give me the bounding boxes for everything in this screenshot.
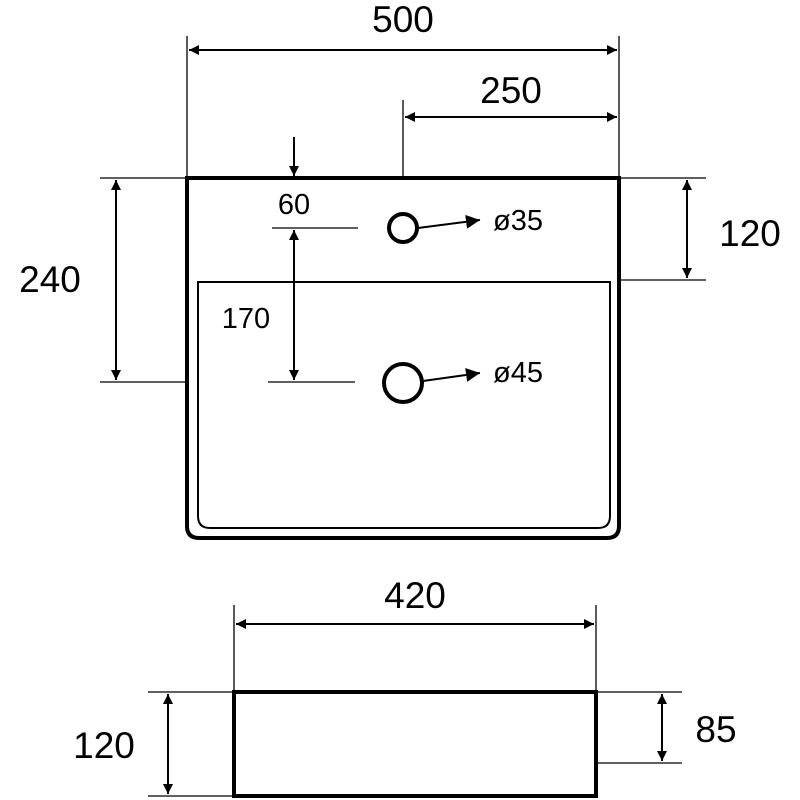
dimension-offset-width: 250 bbox=[402, 70, 617, 176]
top-view: 500 250 240 120 60 bbox=[19, 0, 781, 540]
drain-hole bbox=[382, 362, 424, 404]
overall-depth-label: 240 bbox=[19, 259, 81, 300]
front-height-label: 120 bbox=[73, 725, 135, 766]
bowl-outline bbox=[197, 281, 611, 529]
tap-hole bbox=[387, 212, 419, 244]
dimension-drain-distance: 170 bbox=[222, 230, 355, 383]
dimension-front-height: 120 bbox=[73, 691, 234, 797]
dimension-overall-depth: 240 bbox=[19, 177, 187, 383]
dimension-front-width: 420 bbox=[233, 575, 597, 690]
leader-drain-diameter: ø45 bbox=[422, 357, 543, 389]
overall-width-label: 500 bbox=[372, 0, 434, 40]
deck-depth-label: 120 bbox=[719, 213, 781, 254]
dimension-tap-offset: 60 bbox=[272, 137, 358, 229]
offset-width-label: 250 bbox=[480, 70, 542, 111]
basin-outline bbox=[185, 176, 621, 540]
dimension-bowl-height: 85 bbox=[596, 691, 737, 764]
tap-offset-label: 60 bbox=[278, 189, 310, 221]
front-width-label: 420 bbox=[384, 575, 446, 616]
front-view-outline bbox=[232, 690, 598, 798]
front-view: 420 120 85 bbox=[73, 575, 737, 798]
dimension-overall-width: 500 bbox=[186, 0, 620, 176]
leader-tap-diameter: ø35 bbox=[417, 205, 543, 237]
bowl-height-label: 85 bbox=[695, 709, 736, 750]
drain-diameter-label: ø45 bbox=[493, 357, 543, 389]
drain-distance-label: 170 bbox=[222, 303, 270, 335]
tap-diameter-label: ø35 bbox=[493, 205, 543, 237]
dimension-deck-depth: 120 bbox=[619, 177, 781, 281]
